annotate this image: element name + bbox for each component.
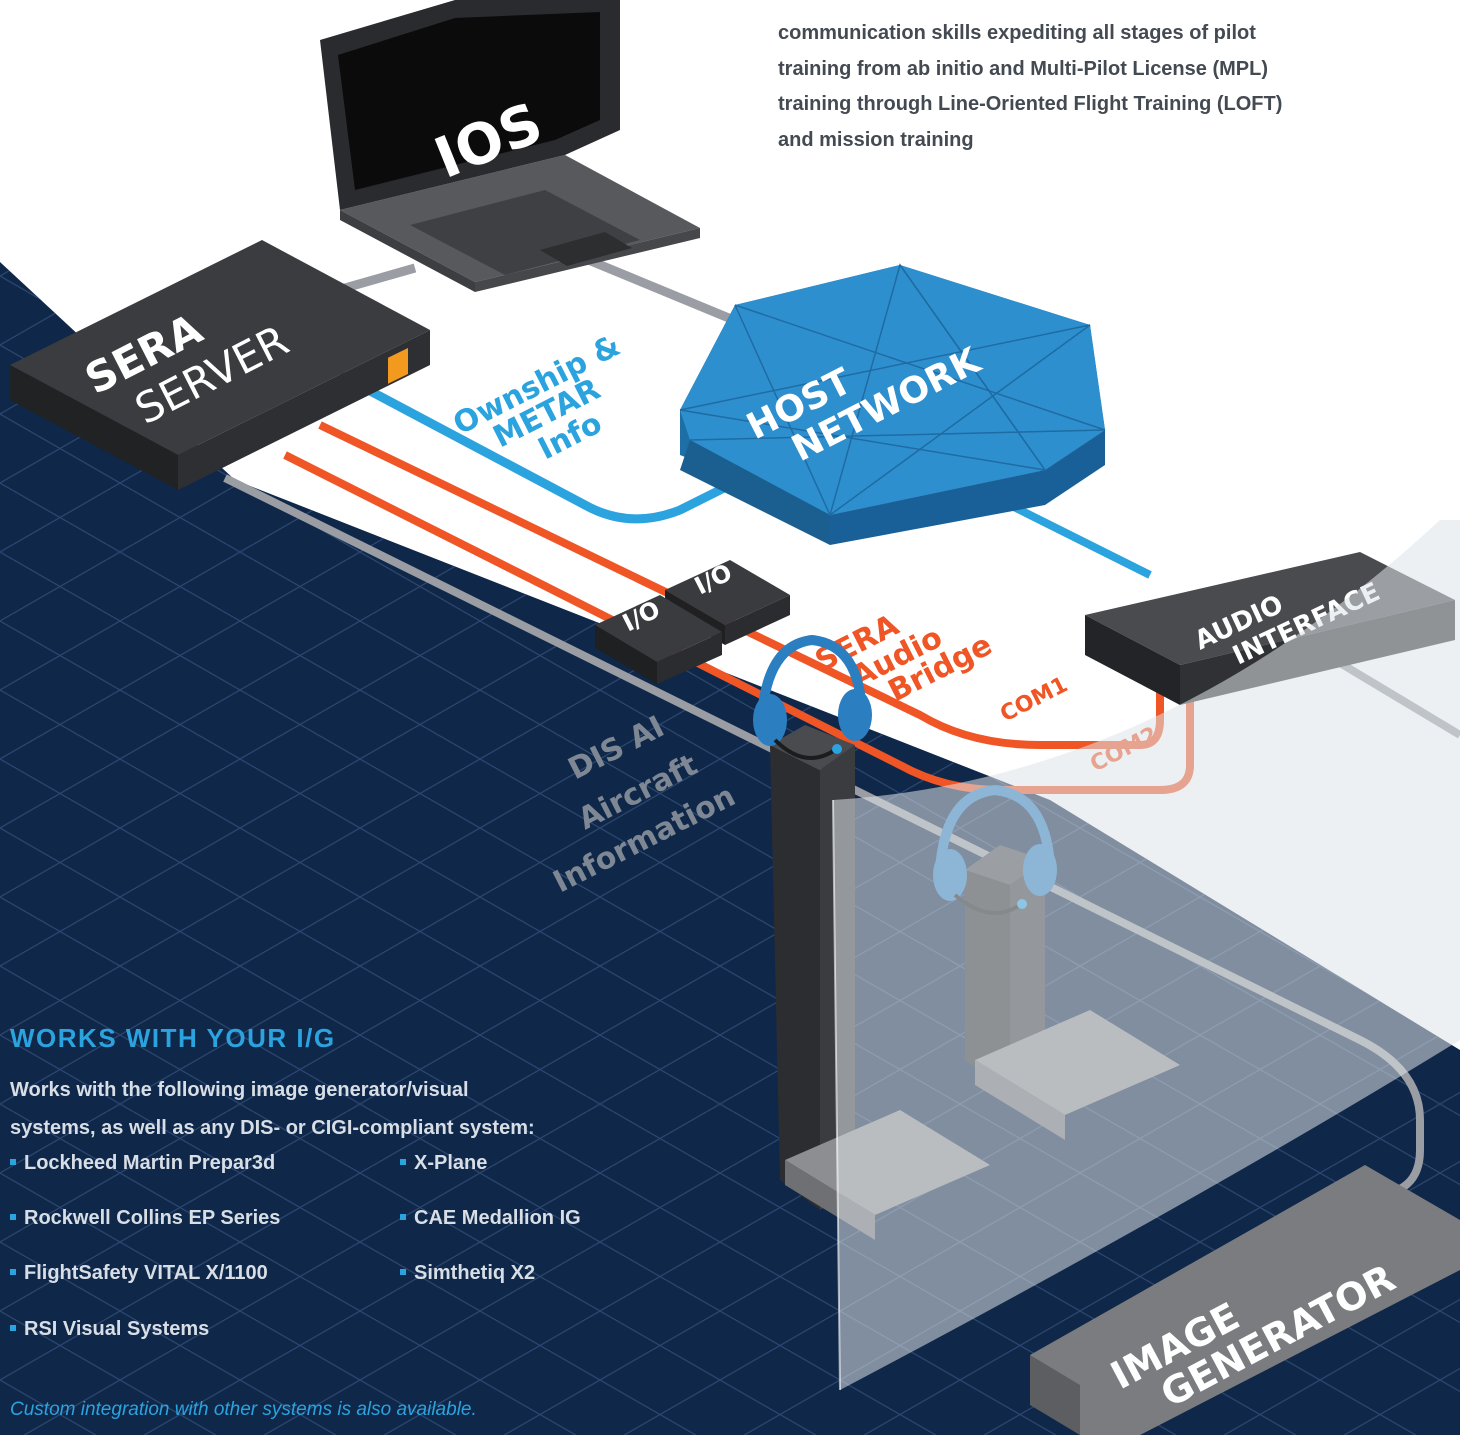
sera-server: SERA SERVER — [10, 240, 430, 490]
footnote: Custom integration with other systems is… — [10, 1399, 477, 1420]
ig-section-title: WORKS WITH YOUR I/G — [10, 1023, 336, 1053]
io-box-2: I/O — [595, 595, 722, 684]
host-network: HOST NETWORK — [679, 263, 1106, 545]
system-item-label: Simthetiq X2 — [414, 1262, 536, 1284]
system-item: Lockheed Martin Prepar3d — [10, 1152, 275, 1175]
bullet-icon — [10, 1158, 16, 1165]
bullet-icon — [400, 1158, 406, 1165]
com1-label: COM1 — [996, 672, 1072, 727]
system-item-label: FlightSafety VITAL X/1100 — [24, 1262, 268, 1284]
audio-bridge-label: SERA Audio Bridge — [810, 607, 998, 709]
system-item: Simthetiq X2 — [400, 1262, 535, 1285]
bullet-icon — [10, 1268, 16, 1275]
system-item-label: Lockheed Martin Prepar3d — [24, 1152, 276, 1174]
intro-line: communication skills expediting all stag… — [778, 22, 1256, 44]
intro-line: and mission training — [778, 128, 974, 151]
ios-laptop: IOS — [320, 0, 700, 292]
bullet-icon — [400, 1213, 406, 1220]
visual-screen — [832, 520, 1460, 1391]
system-item: X-Plane — [400, 1152, 487, 1175]
ig-section-description: Works with the following image generator… — [10, 1071, 535, 1147]
headset-left-icon — [753, 634, 872, 760]
ownship-cable — [337, 371, 763, 524]
bullet-icon — [10, 1324, 16, 1331]
bullet-icon — [400, 1268, 406, 1275]
system-item-label: Rockwell Collins EP Series — [24, 1207, 281, 1229]
system-item-label: CAE Medallion IG — [414, 1207, 581, 1229]
server-led — [388, 348, 408, 384]
intro-line: training from ab initio and Multi-Pilot … — [778, 57, 1268, 80]
system-item: FlightSafety VITAL X/1100 — [10, 1262, 268, 1285]
system-item: CAE Medallion IG — [400, 1207, 581, 1230]
bullet-icon — [10, 1213, 16, 1220]
system-item: Rockwell Collins EP Series — [10, 1207, 280, 1230]
ig-desc-line: systems, as well as any DIS- or CIGI-com… — [10, 1117, 535, 1139]
intro-text: communication skills expediting all stag… — [778, 16, 1418, 158]
intro-line: training through Line-Oriented Flight Tr… — [778, 93, 1283, 115]
system-item: RSI Visual Systems — [10, 1318, 209, 1341]
host-audio-cable — [1008, 501, 1152, 579]
system-item-label: RSI Visual Systems — [24, 1318, 210, 1340]
system-item-label: X-Plane — [414, 1152, 488, 1174]
ig-desc-line: Works with the following image generator… — [10, 1079, 469, 1101]
